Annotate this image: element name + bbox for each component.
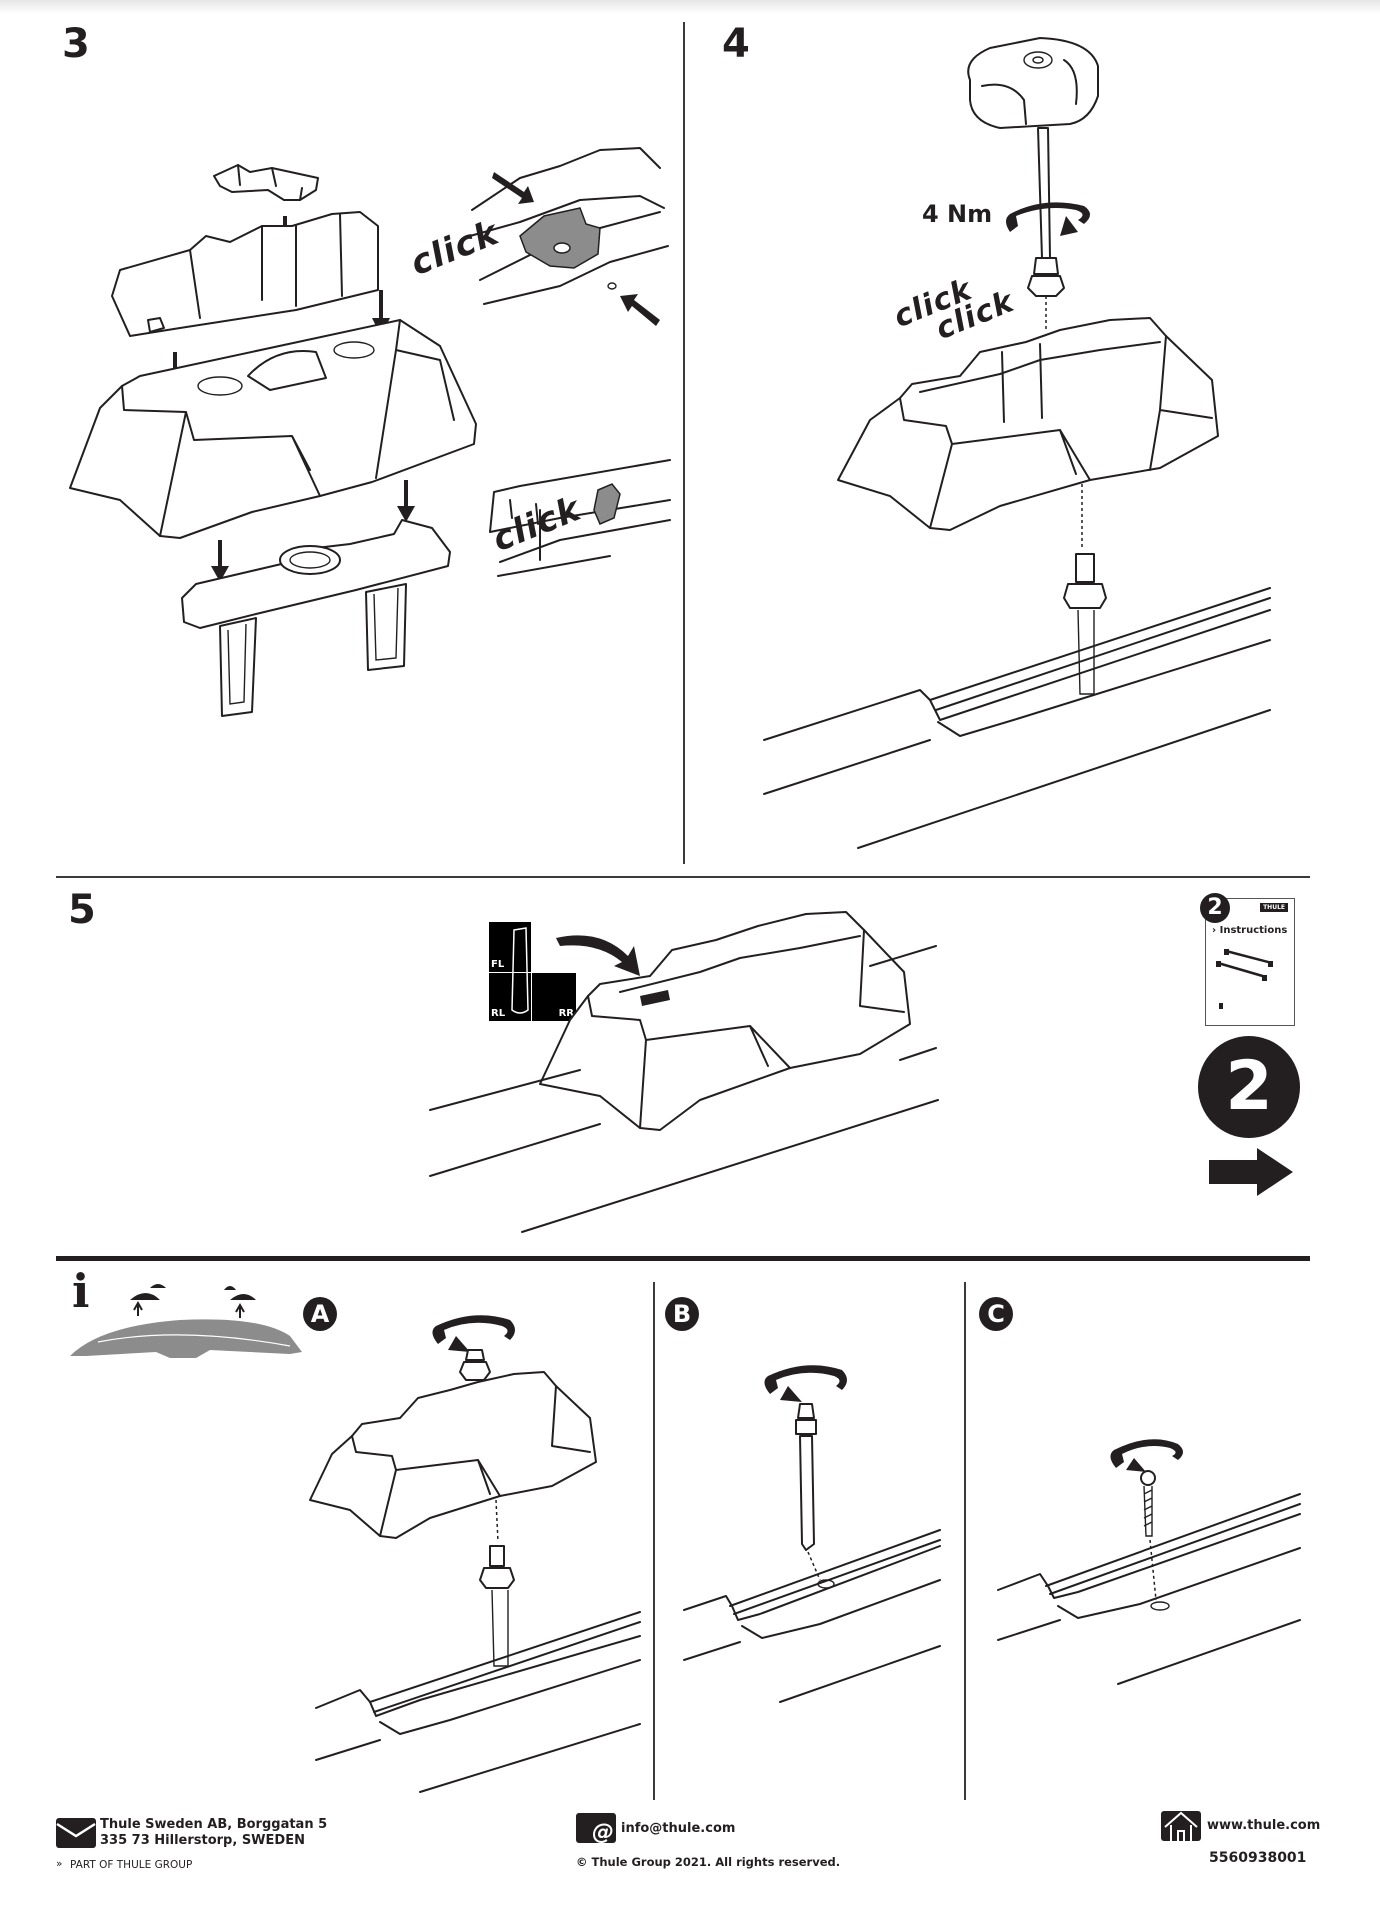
next-booklet-thumbnail[interactable]: 2 THULE › Instructions: [1200, 893, 1295, 1026]
page-top-edge: [0, 0, 1380, 14]
curved-arrow-icon: [556, 935, 640, 976]
address-line-1: Thule Sweden AB, Borggatan 5: [100, 1817, 328, 1832]
arrow-icon: [492, 172, 534, 204]
rotate-arrow-icon: [1110, 1439, 1183, 1472]
home-icon: [1161, 1811, 1201, 1841]
divider-vertical: [964, 1282, 966, 1800]
detail-latch: [489, 459, 671, 577]
option-a-drawing: [309, 1315, 641, 1793]
option-b-drawing: [683, 1365, 941, 1703]
thule-logo: THULE: [1260, 903, 1288, 912]
info-icon: i: [72, 1264, 90, 1318]
email-icon: @: [576, 1813, 616, 1845]
position-rr: RR: [532, 973, 576, 1021]
roof-rail: [429, 945, 939, 1233]
copyright-text: © Thule Group 2021. All rights reserved.: [576, 1855, 841, 1869]
foot-body: [69, 319, 477, 539]
step-3-number: 3: [62, 21, 90, 67]
roof-bars-icon: [1216, 949, 1273, 1009]
part-number: 5560938001: [1209, 1850, 1307, 1866]
option-c-drawing: [997, 1439, 1301, 1685]
group-label: PART OF THULE GROUP: [70, 1859, 193, 1871]
arrow-down-icon: [211, 540, 229, 582]
email-link[interactable]: info@thule.com: [621, 1821, 736, 1836]
info-illustration: [70, 1284, 1301, 1793]
arrow-up-icon: [133, 1300, 245, 1318]
website-link[interactable]: www.thule.com: [1207, 1818, 1321, 1833]
option-badge-a: A: [303, 1297, 337, 1331]
divider-vertical: [683, 22, 685, 864]
base-plate: [181, 519, 451, 717]
next-booklet-badge: 2: [1198, 1036, 1300, 1138]
divider-vertical: [653, 1282, 655, 1800]
right-arrow-icon[interactable]: [1207, 1148, 1295, 1198]
foot-top-frame: [111, 211, 379, 337]
position-label: RR: [558, 1008, 574, 1019]
step-5-number: 5: [68, 887, 96, 933]
position-label: FL: [491, 959, 505, 970]
position-fl: FL: [489, 922, 531, 972]
address-line-2: 335 73 Hillerstorp, SWEDEN: [100, 1833, 305, 1848]
divider-horizontal: [56, 876, 1310, 878]
foot-on-rail: [539, 911, 911, 1131]
detail-clip-engage: [469, 147, 669, 326]
arrow-down-icon: [397, 480, 415, 522]
rotate-arrow-icon: [432, 1315, 515, 1352]
torque-label: 4 Nm: [922, 200, 993, 228]
step-4-number: 4: [722, 21, 750, 67]
mail-icon: [56, 1818, 96, 1848]
booklet-title: › Instructions: [1212, 925, 1288, 936]
stud-bolt: [1063, 553, 1107, 695]
car-roof-icon: [70, 1319, 302, 1358]
chevron-icon: »: [56, 1858, 63, 1870]
torque-wrench: [967, 37, 1099, 297]
clip-part: [213, 164, 319, 201]
position-label: RL: [491, 1008, 506, 1019]
step-5-illustration: [429, 911, 939, 1233]
rail-foot-icon: [130, 1284, 256, 1300]
step-4-illustration: [763, 37, 1271, 849]
option-badge-c: C: [979, 1297, 1013, 1331]
arrow-icon: [620, 294, 660, 326]
car-outline: [511, 927, 529, 1014]
rotate-arrow-icon: [764, 1365, 847, 1402]
roof-rail: [763, 587, 1271, 849]
booklet-number-badge: 2: [1200, 893, 1230, 923]
section-divider: [56, 1256, 1310, 1261]
step-3-illustration: [69, 147, 671, 717]
foot-assembled: [837, 317, 1219, 531]
rotate-arrow-icon: [1006, 202, 1090, 236]
option-badge-b: B: [665, 1297, 699, 1331]
